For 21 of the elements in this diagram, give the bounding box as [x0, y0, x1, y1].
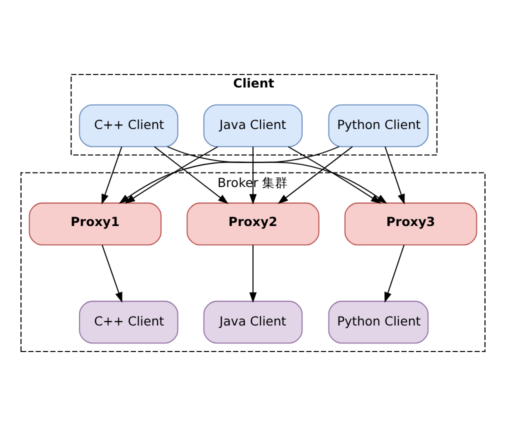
arrow — [249, 244, 257, 302]
node-box: Python Client — [328, 104, 429, 147]
arrow — [278, 146, 353, 204]
node-box: Python Client — [328, 300, 429, 344]
node-box: C++ Client — [79, 104, 178, 147]
arrow — [288, 146, 382, 204]
arrow — [118, 146, 340, 204]
arrow — [167, 146, 388, 204]
node-box: Java Client — [203, 300, 303, 344]
node-box: Proxy2 — [186, 202, 320, 245]
arrow — [102, 146, 122, 204]
node-box: Java Client — [203, 104, 303, 147]
arrow — [102, 244, 122, 302]
arrow — [384, 244, 405, 302]
node-box: Proxy1 — [28, 202, 162, 245]
node-box: Proxy3 — [344, 202, 478, 245]
arrow — [249, 146, 257, 204]
node-box: C++ Client — [79, 300, 178, 344]
arrow — [154, 146, 228, 204]
arrow — [124, 146, 218, 204]
arrow — [384, 146, 405, 204]
